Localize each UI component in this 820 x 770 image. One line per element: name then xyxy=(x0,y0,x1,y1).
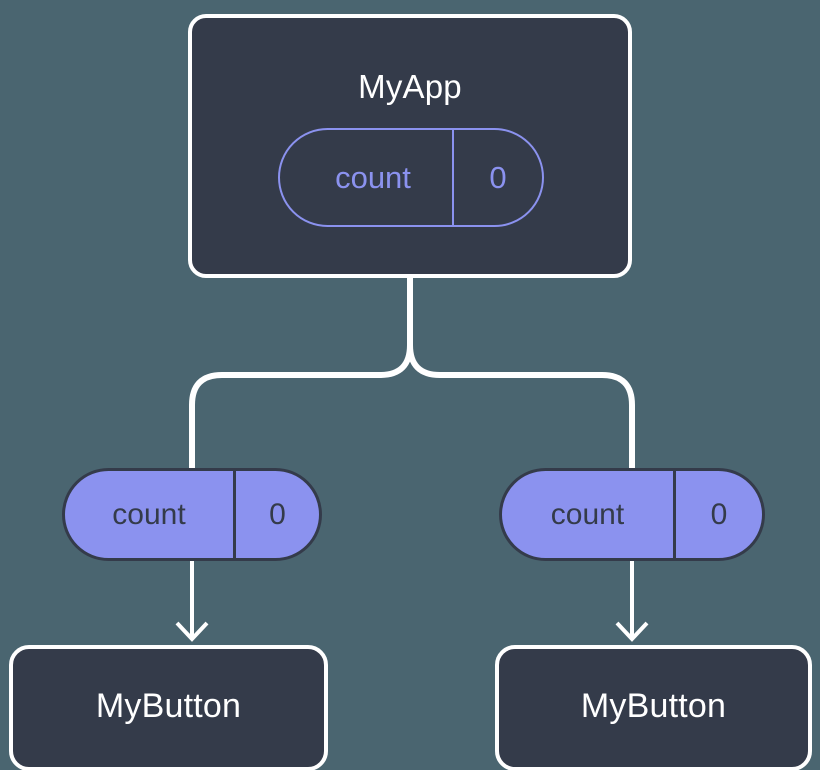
prop-pill-left-key: count xyxy=(65,471,236,558)
node-mybutton-left-label: MyButton xyxy=(95,687,242,725)
connector-branch-right xyxy=(407,342,635,471)
node-myapp-label: MyApp xyxy=(358,68,462,105)
node-mybutton-left[interactable]: MyButton xyxy=(9,645,328,770)
node-mybutton-right-label: MyButton xyxy=(580,687,727,725)
node-mybutton-right[interactable]: MyButton xyxy=(495,645,812,770)
arrow-right-head xyxy=(615,621,649,642)
state-pill-myapp-value: 0 xyxy=(489,160,507,195)
prop-pill-right-key: count xyxy=(502,471,676,558)
prop-pill-right[interactable]: count 0 xyxy=(499,468,765,561)
prop-pill-left-value: 0 xyxy=(269,497,286,531)
connector-branch-left xyxy=(189,342,413,471)
arrow-left-head xyxy=(175,621,209,642)
state-pill-myapp-key: count xyxy=(280,130,454,225)
state-pill-myapp[interactable]: count 0 xyxy=(278,128,544,227)
prop-pill-right-value: 0 xyxy=(710,497,728,531)
prop-pill-left[interactable]: count 0 xyxy=(62,468,322,561)
